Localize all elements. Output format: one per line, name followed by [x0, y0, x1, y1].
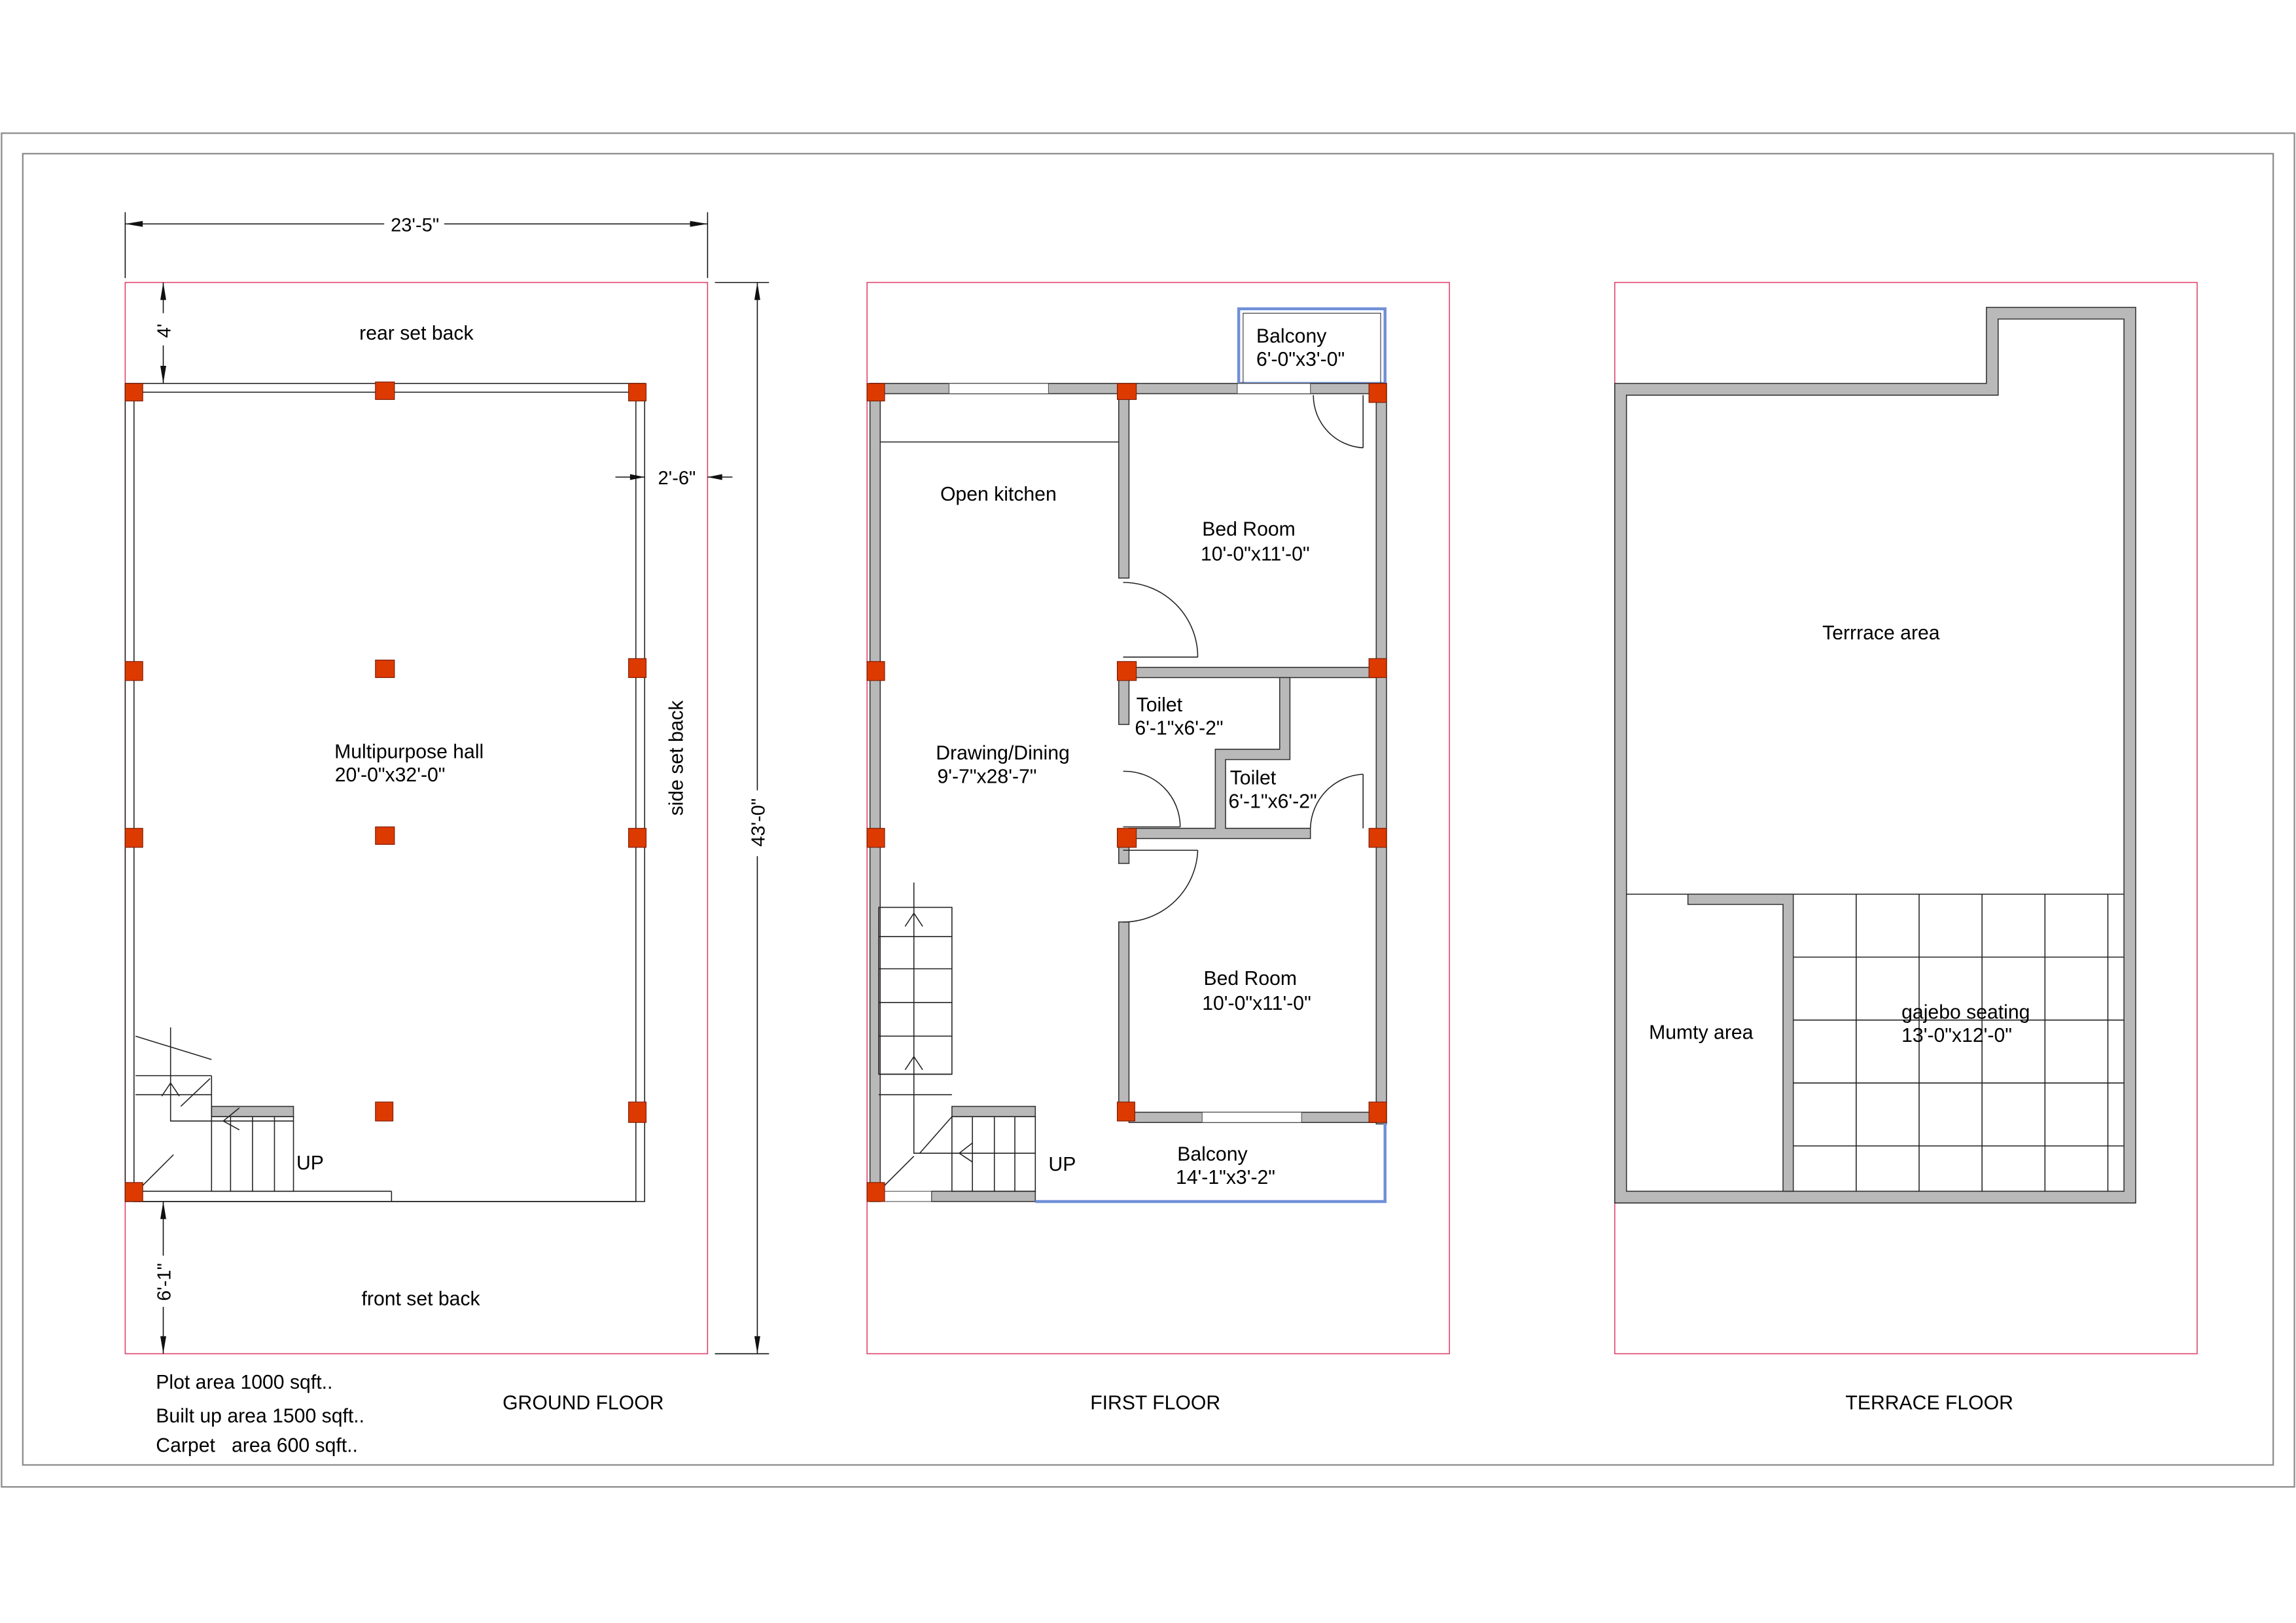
bedroom1-name: Bed Room: [1202, 518, 1296, 540]
front-setback-dimension: 6'-1": [154, 1201, 175, 1354]
depth-dimension: 43'-0": [715, 281, 769, 1355]
balcony-bottom-name: Balcony: [1177, 1143, 1248, 1165]
terrace-floor-plan: Terrrace area Mumty area gajebo seating …: [1614, 281, 2198, 1414]
inner-frame: [22, 152, 2274, 1466]
terrace-parapet-wall: [1614, 306, 2136, 1204]
dining-size: 9'-7"x28'-7": [937, 766, 1036, 787]
doors: [1123, 395, 1364, 923]
stair-up-label: UP: [296, 1152, 324, 1174]
gazebo-grid: [1793, 894, 2125, 1192]
building-outline: [124, 383, 646, 1202]
mumty-wall: [1687, 893, 1794, 1192]
built-up-area-note: Built up area 1500 sqft..: [156, 1406, 364, 1427]
bedroom1-size: 10'-0"x11'-0": [1201, 543, 1310, 565]
balcony-bottom-size: 14'-1"x3'-2": [1176, 1167, 1275, 1188]
side-dimension-label: 2'-6": [658, 468, 696, 489]
area-notes: Plot area 1000 sqft.. Built up area 1500…: [156, 1372, 364, 1456]
stair-up-label: UP: [1048, 1154, 1076, 1175]
ground-floor-plan: UP 23'-5" 4' 2'-6" 43'-0" 6'-1": [124, 212, 769, 1414]
columns: [124, 382, 647, 1202]
toilet2-size: 6'-1"x6'-2": [1228, 791, 1316, 812]
bedroom2-name: Bed Room: [1203, 968, 1297, 990]
staircase: [878, 882, 1036, 1192]
balcony-top-name: Balcony: [1256, 325, 1327, 347]
rear-setback-label: rear set back: [359, 323, 474, 344]
gazebo-name: gajebo seating: [1901, 1001, 2030, 1023]
mumty-label: Mumty area: [1649, 1022, 1754, 1044]
front-setback-label: front set back: [362, 1289, 481, 1310]
gazebo-size: 13'-0"x12'-0": [1901, 1025, 2012, 1046]
balcony-railing: [1035, 1122, 1387, 1204]
width-dimension-label: 23'-5": [391, 215, 439, 236]
hall-name: Multipurpose hall: [334, 741, 484, 762]
rear-dimension-label: 4': [154, 324, 175, 338]
front-dimension-label: 6'-1": [154, 1263, 175, 1301]
side-setback-dimension: 2'-6": [615, 468, 733, 489]
plot-boundary: [124, 281, 709, 1355]
first-floor-title: FIRST FLOOR: [1090, 1393, 1220, 1414]
toilet1-name: Toilet: [1137, 694, 1183, 716]
ground-floor-title: GROUND FLOOR: [503, 1393, 663, 1414]
kitchen-label: Open kitchen: [940, 484, 1057, 505]
dining-name: Drawing/Dining: [936, 743, 1070, 764]
plot-area-note: Plot area 1000 sqft..: [156, 1372, 332, 1393]
outer-frame: [1, 132, 2295, 1488]
toilet1-size: 6'-1"x6'-2": [1135, 718, 1223, 740]
carpet-area-note: Carpet area 600 sqft..: [156, 1435, 358, 1456]
balcony-top-size: 6'-0"x3'-0": [1256, 349, 1345, 370]
first-floor-plan: UP Balcony 6'-0"x3'-0" Open kitchen Bed …: [866, 281, 1450, 1414]
side-setback-label: side set back: [665, 700, 687, 815]
columns: [866, 383, 1387, 1202]
staircase: [135, 1027, 294, 1192]
inner-wall-line: [133, 391, 637, 1202]
rear-setback-dimension: 4': [154, 282, 175, 383]
bedroom2-size: 10'-0"x11'-0": [1202, 993, 1311, 1014]
plot-boundary: [866, 281, 1450, 1355]
terrace-label: Terrrace area: [1822, 622, 1940, 644]
hall-size: 20'-0"x32'-0": [335, 764, 446, 786]
width-dimension: 23'-5": [124, 212, 709, 278]
terrace-floor-title: TERRACE FLOOR: [1845, 1393, 2013, 1414]
toilet2-name: Toilet: [1230, 768, 1277, 789]
depth-dimension-label: 43'-0": [749, 798, 769, 847]
